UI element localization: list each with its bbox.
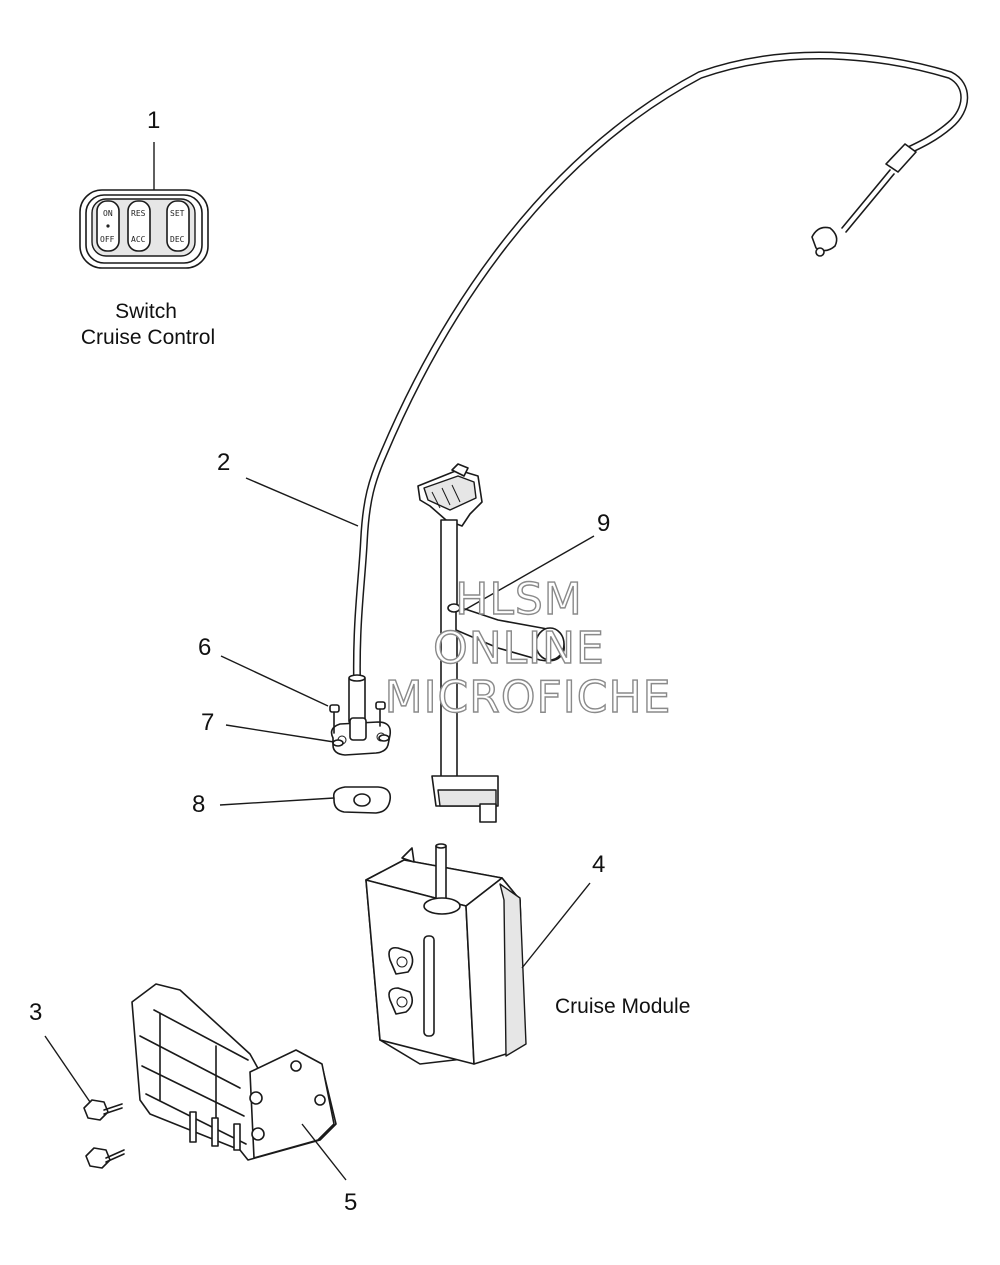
switch-button-off-label: OFF: [100, 235, 115, 244]
wiring-harness: [417, 463, 565, 823]
leader-line-3: [44, 1035, 91, 1103]
hex-bolts: [83, 1099, 125, 1169]
leader-line-8: [219, 797, 335, 806]
leader-line-5: [301, 1123, 347, 1181]
leader-line-9: [460, 535, 595, 613]
callout-4: 4: [592, 851, 605, 878]
switch-caption-line2: Cruise Control: [81, 326, 215, 349]
switch-button-set-label: SET: [170, 209, 185, 218]
switch-button-res-label: RES: [131, 209, 146, 218]
leader-line-6: [220, 655, 329, 707]
callout-1: 1: [147, 107, 160, 134]
module-caption: Cruise Module: [555, 995, 690, 1018]
throttle-cable: [348, 51, 969, 725]
gasket: [332, 786, 392, 814]
callout-5: 5: [344, 1189, 357, 1216]
lock-washers: [332, 734, 390, 747]
callout-3: 3: [29, 999, 42, 1026]
watermark-line2: ONLINE: [433, 623, 605, 674]
switch-caption-line1: Switch: [115, 300, 177, 323]
cable-mounting-flange: [330, 717, 392, 756]
callout-8: 8: [192, 791, 205, 818]
cruise-module: [365, 843, 527, 1065]
callout-9: 9: [597, 510, 610, 537]
mounting-screws: [329, 701, 386, 734]
watermark-line3: MICROFICHE: [385, 672, 672, 723]
watermark: HLSM ONLINE MICROFICHE: [384, 573, 672, 723]
mounting-bracket: [131, 983, 337, 1161]
leader-line-4: [521, 882, 591, 969]
callout-2: 2: [217, 449, 230, 476]
switch-button-dec-label: DEC: [170, 235, 185, 244]
switch-button-acc-label: ACC: [131, 235, 146, 244]
leader-line-2: [245, 477, 359, 527]
leader-line-7: [225, 724, 335, 743]
watermark-line1: HLSM: [455, 574, 583, 625]
callout-6: 6: [198, 634, 211, 661]
cruise-control-switch: ON OFF RES ACC SET DEC: [79, 189, 209, 269]
callout-7: 7: [201, 709, 214, 736]
switch-button-on-label: ON: [103, 209, 113, 218]
